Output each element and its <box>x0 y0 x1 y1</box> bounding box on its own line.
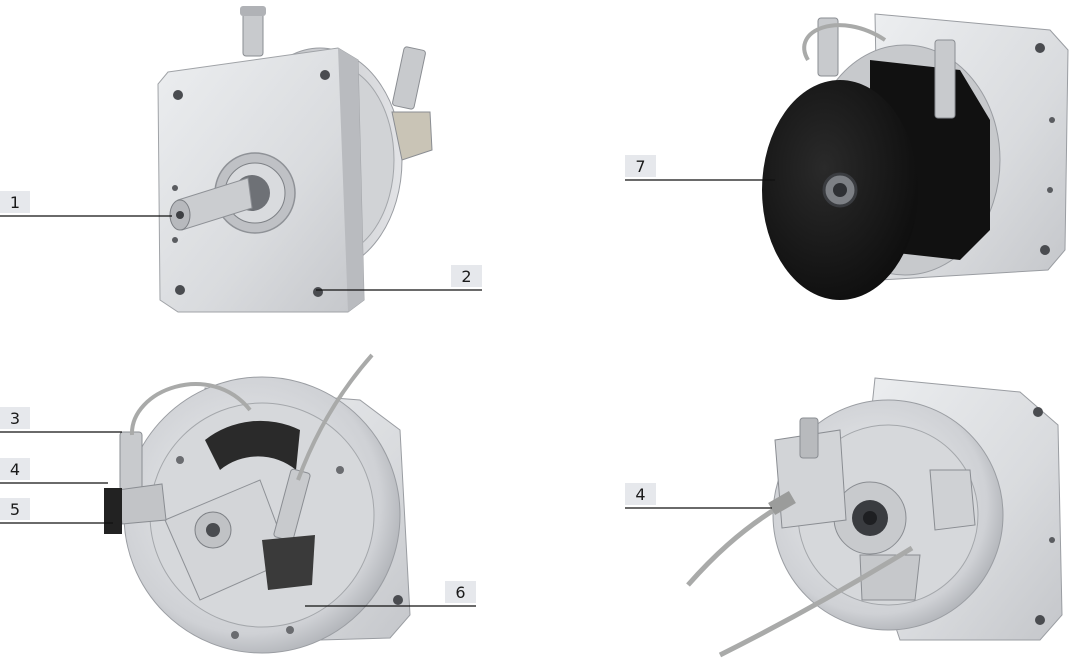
callout-2: 2 <box>451 265 482 287</box>
callout-label: 4 <box>635 484 646 504</box>
callout-label: 6 <box>455 582 466 602</box>
actuator-with-sensors <box>104 353 411 654</box>
actuator-with-cover <box>762 13 1069 300</box>
callout-label: 7 <box>635 156 646 176</box>
callout-label: 2 <box>461 266 472 286</box>
actuator-with-cables <box>686 377 1063 658</box>
leader-lines <box>0 179 775 607</box>
callout-label: 3 <box>9 408 21 428</box>
callout-label: 1 <box>9 192 21 212</box>
callout-3: 3 <box>0 407 30 429</box>
callout-7: 7 <box>625 155 656 177</box>
callout-4: 4 <box>0 458 30 480</box>
callout-label: 5 <box>9 499 21 519</box>
callout-label: 4 <box>9 459 21 479</box>
callout-4b: 4 <box>625 483 656 505</box>
callout-1: 1 <box>0 191 30 213</box>
actuator-front-view <box>157 6 433 313</box>
callout-6: 6 <box>445 581 476 603</box>
callout-5: 5 <box>0 498 30 520</box>
